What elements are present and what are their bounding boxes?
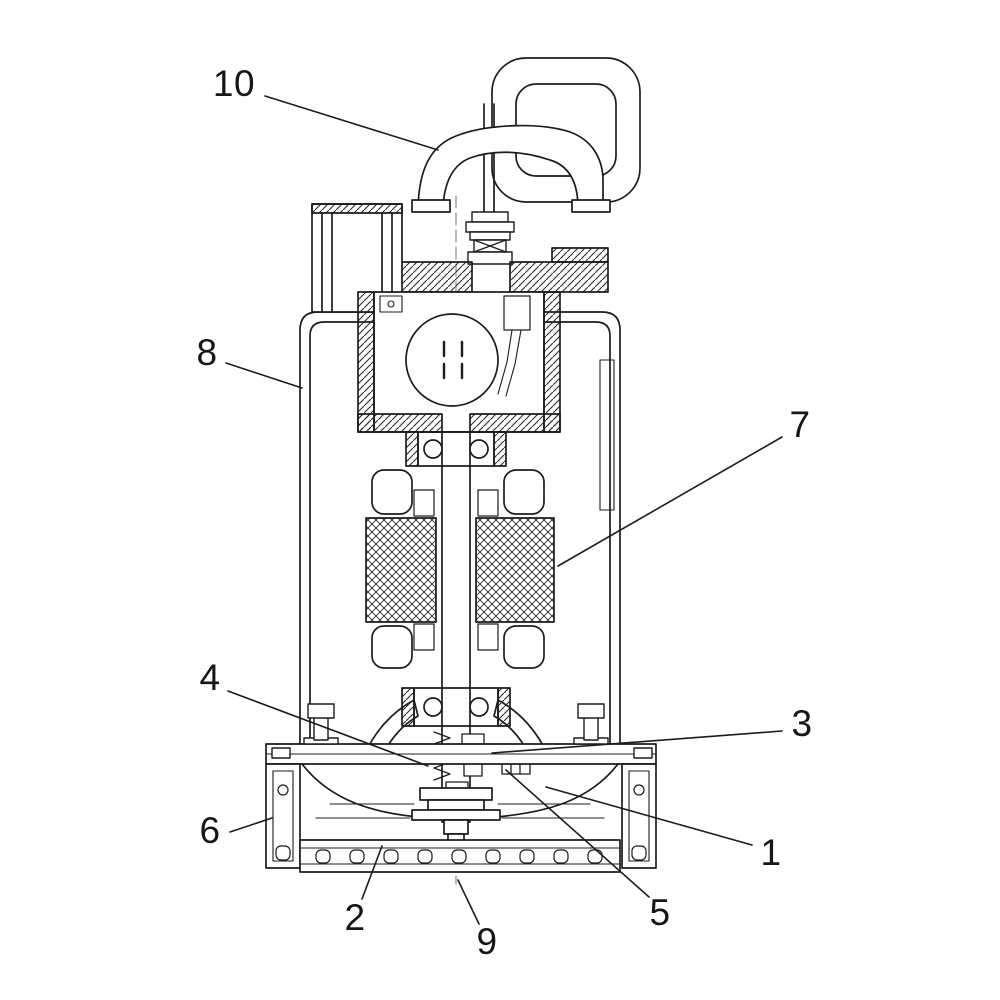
cable-gland — [465, 211, 515, 265]
callout-label-5: 5 — [649, 892, 671, 933]
impeller — [411, 787, 501, 843]
handle-bracket — [417, 124, 604, 209]
stator-rotor — [365, 469, 555, 669]
switch-chamber — [357, 291, 561, 433]
bracket-foot-right — [571, 199, 611, 213]
flange-bolts — [271, 703, 653, 759]
leader-line-9 — [457, 879, 480, 925]
volute-casing — [265, 743, 657, 869]
leader-line-6 — [229, 817, 273, 833]
leader-line-1 — [545, 786, 753, 846]
callout-label-2: 2 — [344, 897, 366, 938]
leader-line-4 — [227, 690, 429, 767]
base-plate — [275, 839, 647, 873]
callout-label-7: 7 — [789, 404, 811, 445]
leader-line-2 — [361, 845, 383, 900]
leader-line-3 — [491, 730, 783, 754]
upper-bearing — [405, 431, 507, 467]
callout-label-8: 8 — [196, 332, 218, 373]
callout-label-1: 1 — [760, 832, 782, 873]
power-cable — [483, 103, 495, 213]
leader-line-10 — [264, 95, 439, 151]
callout-label-6: 6 — [199, 810, 221, 851]
leader-lines — [225, 95, 783, 925]
leader-line-7 — [557, 436, 783, 567]
start-switch — [405, 313, 499, 407]
callout-label-10: 10 — [212, 63, 256, 104]
callout-label-3: 3 — [791, 703, 813, 744]
leader-line-5 — [505, 769, 650, 898]
callout-label-4: 4 — [199, 657, 221, 698]
leader-line-8 — [225, 362, 303, 389]
callout-label-9: 9 — [476, 921, 498, 962]
bracket-foot-left — [411, 199, 451, 213]
capacitor — [503, 295, 531, 331]
